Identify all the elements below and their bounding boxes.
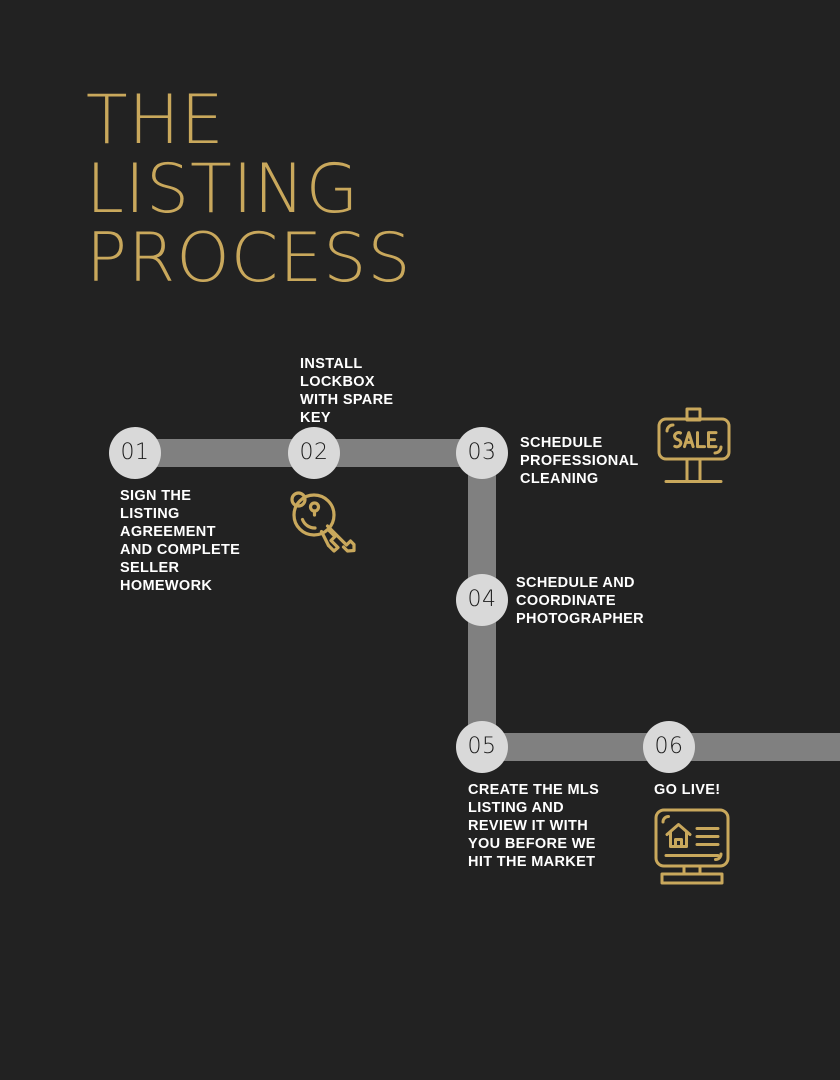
step-circle-01[interactable]: 01 [109, 427, 161, 479]
step-caption-02: INSTALL LOCKBOX WITH SPARE KEY [300, 356, 394, 426]
step-number-01: 01 [120, 440, 150, 465]
title-line-2: LISTING [86, 150, 360, 229]
step-caption-01: SIGN THE LISTING AGREEMENT AND COMPLETE … [120, 488, 241, 594]
title-line-1: THE [86, 81, 225, 160]
step-circle-05[interactable]: 05 [456, 721, 508, 773]
step-caption-03: SCHEDULE PROFESSIONAL CLEANING [520, 435, 639, 487]
page-title: THE LISTING PROCESS [86, 86, 686, 293]
step-number-02: 02 [299, 440, 329, 465]
title-line-3: PROCESS [86, 219, 412, 298]
step-caption-06: GO LIVE! [654, 782, 721, 798]
sale-sign-icon [653, 406, 735, 490]
step-caption-05: CREATE THE MLS LISTING AND REVIEW IT WIT… [468, 782, 600, 870]
step-circle-03[interactable]: 03 [456, 427, 508, 479]
step-number-03: 03 [467, 440, 497, 465]
step-circle-04[interactable]: 04 [456, 574, 508, 626]
step-circle-06[interactable]: 06 [643, 721, 695, 773]
step-number-04: 04 [467, 587, 497, 612]
step-number-06: 06 [654, 734, 684, 759]
step-circle-02[interactable]: 02 [288, 427, 340, 479]
key-lockbox-icon [284, 484, 362, 562]
step-caption-04: SCHEDULE AND COORDINATE PHOTOGRAPHER [516, 575, 645, 627]
monitor-listing-icon [651, 806, 733, 888]
step-number-05: 05 [467, 734, 497, 759]
